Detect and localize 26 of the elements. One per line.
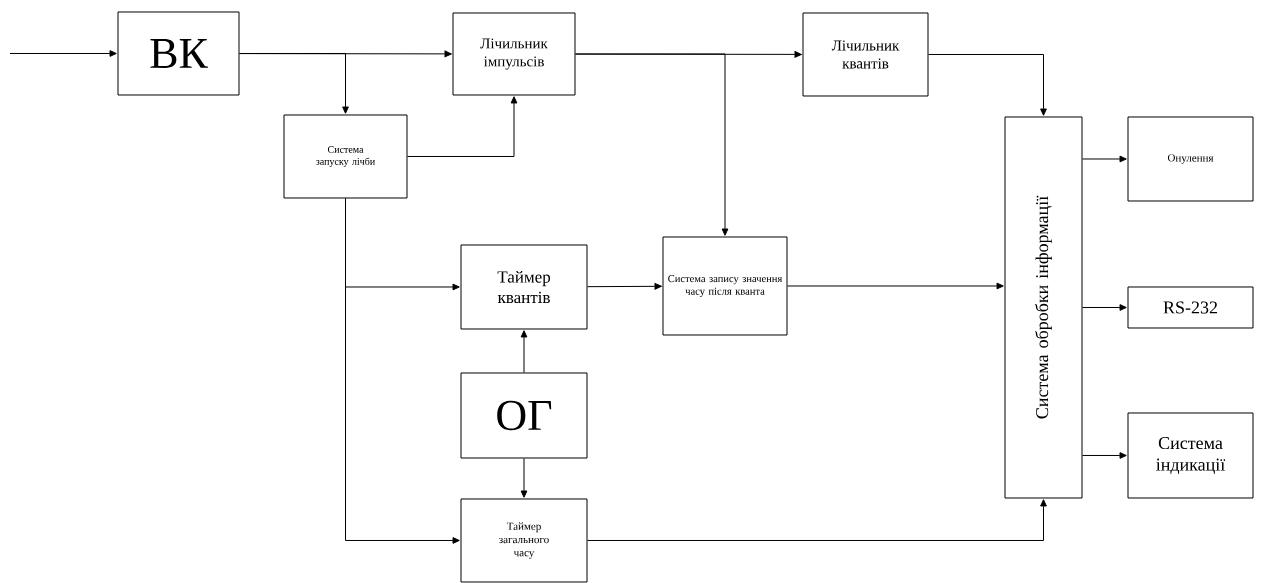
arrow [587,499,1047,541]
block-box: ОГ [460,372,588,459]
arrow [575,53,729,236]
block-box: ВК [117,11,240,96]
block-box: Система індикації [1127,412,1254,499]
arrow [345,198,460,544]
arrow [520,330,528,373]
arrow [928,54,1047,116]
arrow [1082,452,1127,459]
arrow [239,53,349,114]
block-box: Лічильник імпульсів [452,12,576,96]
arrow [1082,304,1127,311]
block-box: Система обробки інформації [1004,116,1083,499]
block-box: Система запису значення часу після кванта [662,236,788,336]
arrow [1082,155,1127,163]
block-box: Онулення [1127,116,1254,202]
arrow [587,282,662,290]
block-box: Лічильник квантів [802,12,929,97]
arrow [520,458,528,498]
block-box: RS-232 [1127,286,1254,329]
arrow [9,50,117,57]
block-box: Система запуску лічби [283,114,408,199]
arrow [407,96,518,157]
arrow [787,282,1004,290]
block-box: Таймер загального часу [460,498,588,583]
block-box: Таймер квантів [460,244,588,330]
